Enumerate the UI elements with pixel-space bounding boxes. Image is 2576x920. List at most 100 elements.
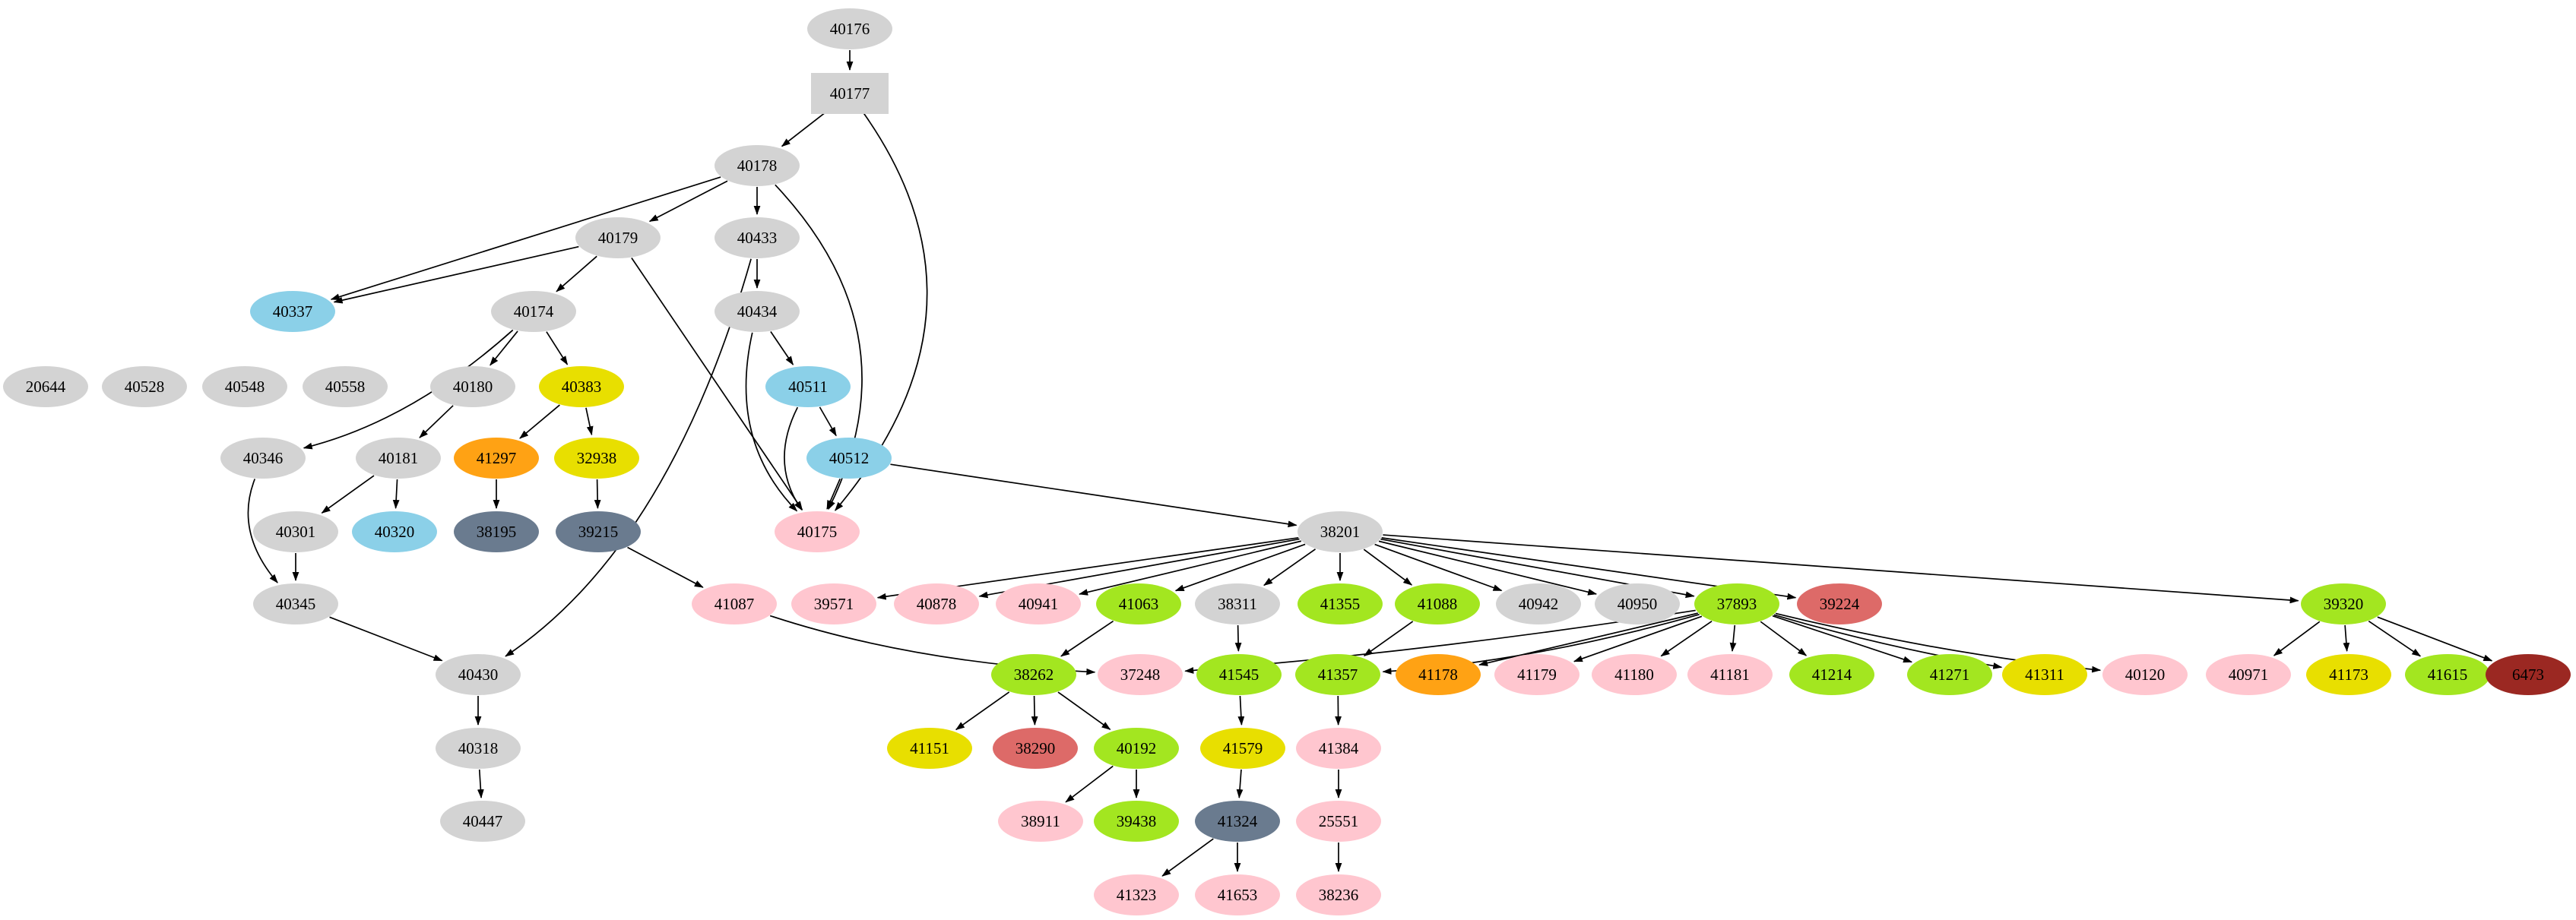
graph-node-40346: 40346 — [220, 438, 306, 479]
graph-node-41063: 41063 — [1096, 583, 1181, 624]
graph-node-40528: 40528 — [102, 366, 187, 407]
edge-38262-41151 — [955, 691, 1010, 731]
graph-node-40942: 40942 — [1496, 583, 1581, 624]
graph-node-41384: 41384 — [1296, 728, 1381, 769]
edge-38262-40192 — [1057, 691, 1111, 730]
graph-node-40383: 40383 — [539, 366, 624, 407]
edge-41088-41357 — [1363, 621, 1414, 657]
graph-node-40430: 40430 — [436, 654, 521, 695]
graph-node-39438: 39438 — [1094, 801, 1179, 842]
graph-node-39571: 39571 — [791, 583, 876, 624]
edge-41324-41323 — [1161, 838, 1214, 877]
edge-40181-40301 — [321, 475, 375, 514]
graph-node-41087: 41087 — [692, 583, 777, 624]
edge-39215-41087 — [627, 546, 704, 588]
edge-40511-40175 — [784, 406, 803, 511]
graph-node-40447: 40447 — [440, 801, 525, 842]
graph-node-40176: 40176 — [807, 8, 892, 49]
edge-38201-40950 — [1378, 540, 1598, 596]
graph-node-38236: 38236 — [1296, 874, 1381, 915]
graph-node-41311: 41311 — [2002, 654, 2087, 695]
graph-node-40192: 40192 — [1094, 728, 1179, 769]
graph-node-25551: 25551 — [1296, 801, 1381, 842]
graph-node-40950: 40950 — [1595, 583, 1680, 624]
graph-node-41324: 41324 — [1195, 801, 1280, 842]
edge-32938-39215 — [594, 479, 601, 510]
graph-node-39320: 39320 — [2301, 583, 2386, 624]
graph-node-40941: 40941 — [996, 583, 1081, 624]
graph-node-40318: 40318 — [436, 728, 521, 769]
edge-40434-40511 — [770, 331, 794, 365]
graph-node-41181: 41181 — [1687, 654, 1773, 695]
graph-node-41545: 41545 — [1196, 654, 1282, 695]
edge-40512-40175 — [826, 479, 841, 510]
edge-40192-38911 — [1065, 765, 1114, 803]
edge-39320-41615 — [2368, 620, 2422, 657]
graph-node-40337: 40337 — [250, 291, 335, 332]
graph-node-40180: 40180 — [430, 366, 515, 407]
graph-node-41088: 41088 — [1395, 583, 1480, 624]
graph-node-41297: 41297 — [454, 438, 539, 479]
graph-node-38311: 38311 — [1195, 583, 1280, 624]
edge-40174-40180 — [490, 330, 518, 366]
edge-38201-40941 — [1079, 540, 1302, 596]
graph-node-40175: 40175 — [775, 511, 860, 552]
graph-node-38911: 38911 — [998, 801, 1083, 842]
graph-node-40345: 40345 — [253, 583, 338, 624]
graph-node-41179: 41179 — [1494, 654, 1580, 695]
graph-node-40320: 40320 — [352, 511, 437, 552]
edge-40178-40337 — [330, 176, 721, 300]
graph-node-40548: 40548 — [202, 366, 287, 407]
edge-38201-41088 — [1363, 549, 1413, 586]
graph-node-40179: 40179 — [575, 217, 661, 258]
graph-node-38290: 38290 — [993, 728, 1078, 769]
graph-node-41357: 41357 — [1295, 654, 1380, 695]
graph-node-20644: 20644 — [3, 366, 88, 407]
edge-40181-40320 — [392, 479, 400, 510]
graph-node-40434: 40434 — [714, 291, 800, 332]
graph-node-41178: 41178 — [1396, 654, 1481, 695]
graph-node-40558: 40558 — [303, 366, 388, 407]
edge-41545-41579 — [1237, 695, 1245, 726]
edge-41579-41324 — [1236, 769, 1244, 799]
edge-40174-40383 — [546, 331, 569, 365]
edge-40512-38201 — [890, 463, 1298, 528]
graph-node-41271: 41271 — [1907, 654, 1992, 695]
edge-39320-40971 — [2273, 621, 2321, 656]
edge-41063-38262 — [1060, 620, 1114, 657]
graph-node-41173: 41173 — [2306, 654, 2391, 695]
graph-node-40433: 40433 — [714, 217, 800, 258]
graph-node-38195: 38195 — [454, 511, 539, 552]
edge-37893-41214 — [1760, 621, 1808, 656]
graph-node-39215: 39215 — [556, 511, 641, 552]
edge-40345-40430 — [329, 616, 443, 662]
graph-node-41653: 41653 — [1195, 874, 1280, 915]
graph-node-40878: 40878 — [894, 583, 979, 624]
graph-node-40512: 40512 — [806, 438, 892, 479]
graph-node-40301: 40301 — [253, 511, 338, 552]
edge-40179-40174 — [556, 255, 597, 292]
graph-node-38262: 38262 — [991, 654, 1076, 695]
edge-40511-40512 — [819, 406, 837, 437]
graph-node-41323: 41323 — [1094, 874, 1179, 915]
edge-40434-40175 — [745, 332, 798, 512]
graph-node-41615: 41615 — [2405, 654, 2490, 695]
graph-node-40174: 40174 — [491, 291, 576, 332]
edge-40383-32938 — [585, 407, 594, 436]
graph-node-32938: 32938 — [554, 438, 639, 479]
graph-node-41151: 41151 — [887, 728, 972, 769]
graph-node-38201: 38201 — [1298, 511, 1383, 552]
graph-node-41180: 41180 — [1592, 654, 1677, 695]
graph-node-40178: 40178 — [714, 145, 800, 186]
graph-node-6473: 6473 — [2486, 654, 2571, 695]
edge-38201-38311 — [1263, 549, 1317, 586]
edge-37893-41181 — [1729, 624, 1737, 653]
graph-node-41355: 41355 — [1298, 583, 1383, 624]
edge-40177-40178 — [781, 110, 829, 147]
graph-node-40177: 40177 — [811, 73, 889, 114]
graph-node-40511: 40511 — [765, 366, 851, 407]
edge-37893-41180 — [1660, 620, 1713, 657]
graph-node-40120: 40120 — [2102, 654, 2188, 695]
edge-40383-41297 — [519, 404, 560, 439]
